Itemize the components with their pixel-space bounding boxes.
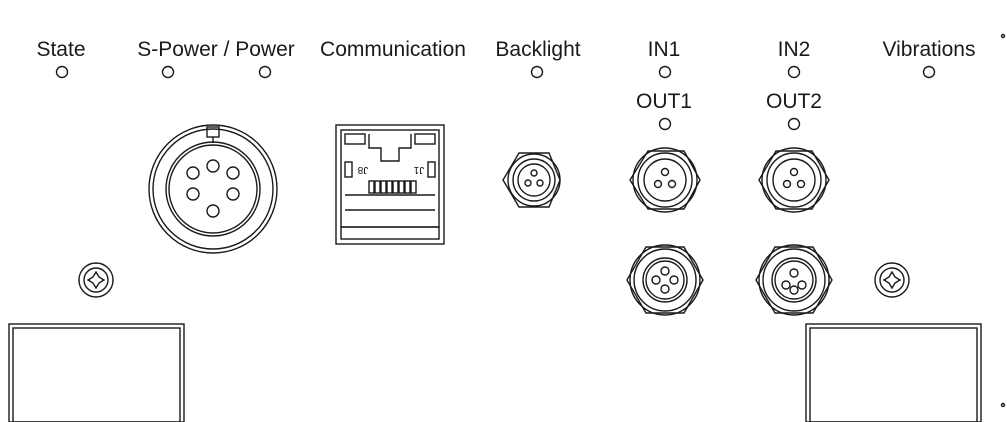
led-out2 xyxy=(787,117,801,131)
label-in2: IN2 xyxy=(778,38,811,61)
led-in1 xyxy=(658,65,672,79)
label-plate-right xyxy=(805,323,982,422)
led-in2 xyxy=(787,65,801,79)
label-backlight: Backlight xyxy=(495,38,580,61)
out1-connector[interactable] xyxy=(626,244,704,316)
label-vibrations: Vibrations xyxy=(882,38,975,61)
led-s-power xyxy=(161,65,175,79)
label-s-power-power: S-Power / Power xyxy=(137,38,295,61)
rj45-contacts xyxy=(368,180,417,194)
led-out1 xyxy=(658,117,672,131)
label-communication: Communication xyxy=(320,38,466,61)
led-backlight xyxy=(530,65,544,79)
edge-mark-top xyxy=(1000,33,1006,39)
led-power xyxy=(258,65,272,79)
out2-connector[interactable] xyxy=(755,244,833,316)
label-plate-left xyxy=(8,323,185,422)
label-state: State xyxy=(36,38,85,61)
led-state xyxy=(55,65,69,79)
in2-connector[interactable] xyxy=(758,147,830,213)
screw-right xyxy=(874,262,910,298)
label-out1: OUT1 xyxy=(636,90,692,113)
rj45-connector[interactable] xyxy=(335,124,445,245)
in1-connector[interactable] xyxy=(629,147,701,213)
led-vibrations xyxy=(922,65,936,79)
backlight-connector[interactable] xyxy=(502,152,561,208)
label-in1: IN1 xyxy=(648,38,681,61)
rj45-marking-left: J8 xyxy=(357,164,368,175)
screw-left xyxy=(78,262,114,298)
label-out2: OUT2 xyxy=(766,90,822,113)
power-connector[interactable] xyxy=(148,124,278,254)
edge-mark-bottom xyxy=(1000,402,1006,408)
rj45-marking-right: J1 xyxy=(413,164,424,175)
